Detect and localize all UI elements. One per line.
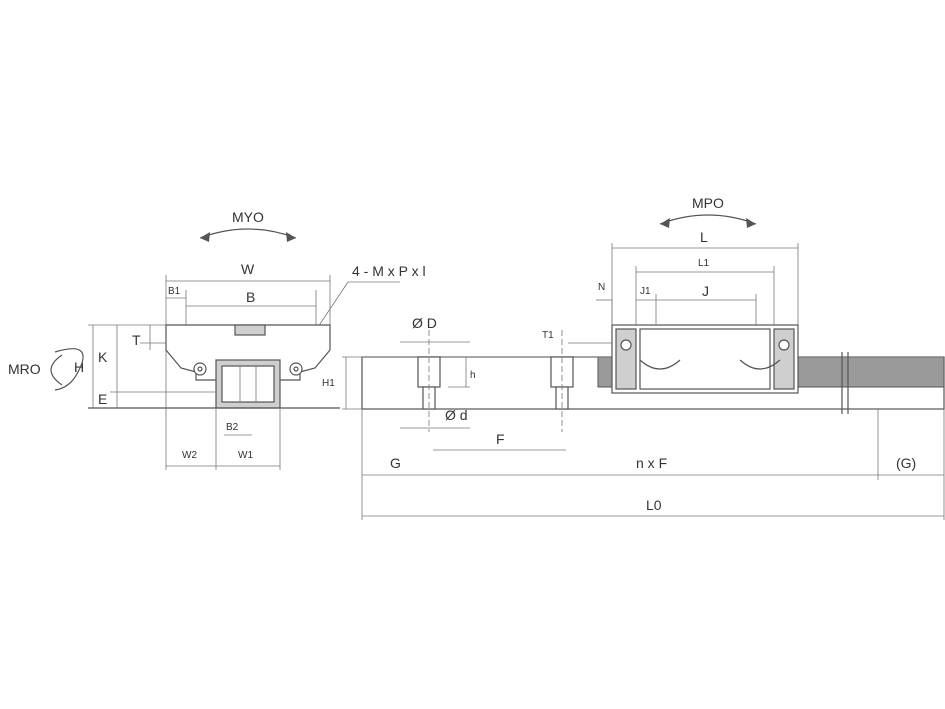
b1-label: B1: [168, 286, 181, 297]
n-label: N: [598, 282, 605, 293]
j-label: J: [702, 283, 709, 299]
carriage-end: [165, 324, 331, 381]
w-label: W: [241, 261, 255, 277]
l1-label: L1: [698, 258, 710, 269]
t-label: T: [132, 332, 141, 348]
f-label: F: [496, 431, 505, 447]
k-label: K: [98, 349, 108, 365]
g-paren-label: (G): [896, 455, 916, 471]
t1-label: T1: [542, 330, 554, 341]
roll-moment-arrow: [50, 354, 63, 386]
end-view: MYO W B1 B 4 - M x P x l: [8, 209, 426, 470]
g-label: G: [390, 455, 401, 471]
yaw-moment-arrow: [199, 228, 297, 239]
side-view: H1 Ø D h Ø d F G n x F (G) L0: [322, 195, 945, 520]
h1-label: H1: [322, 378, 335, 389]
bolt-spec-label: 4 - M x P x l: [352, 263, 426, 279]
d-large-label: Ø D: [412, 315, 437, 331]
w2-label: W2: [182, 450, 197, 461]
d-small-label: Ø d: [445, 407, 468, 423]
pitch-moment-arrow: [659, 214, 757, 225]
yaw-moment-label: MYO: [232, 209, 264, 225]
w1-label: W1: [238, 450, 253, 461]
nf-label: n x F: [636, 455, 667, 471]
h-depth-label: h: [470, 370, 476, 381]
b-label: B: [246, 289, 255, 305]
roll-moment-label: MRO: [8, 361, 41, 377]
pitch-moment-label: MPO: [692, 195, 724, 211]
l0-label: L0: [646, 497, 662, 513]
e-label: E: [98, 391, 107, 407]
l-label: L: [700, 229, 708, 245]
j1-label: J1: [640, 286, 651, 297]
b2-label: B2: [226, 422, 239, 433]
h-label: H: [74, 359, 84, 375]
